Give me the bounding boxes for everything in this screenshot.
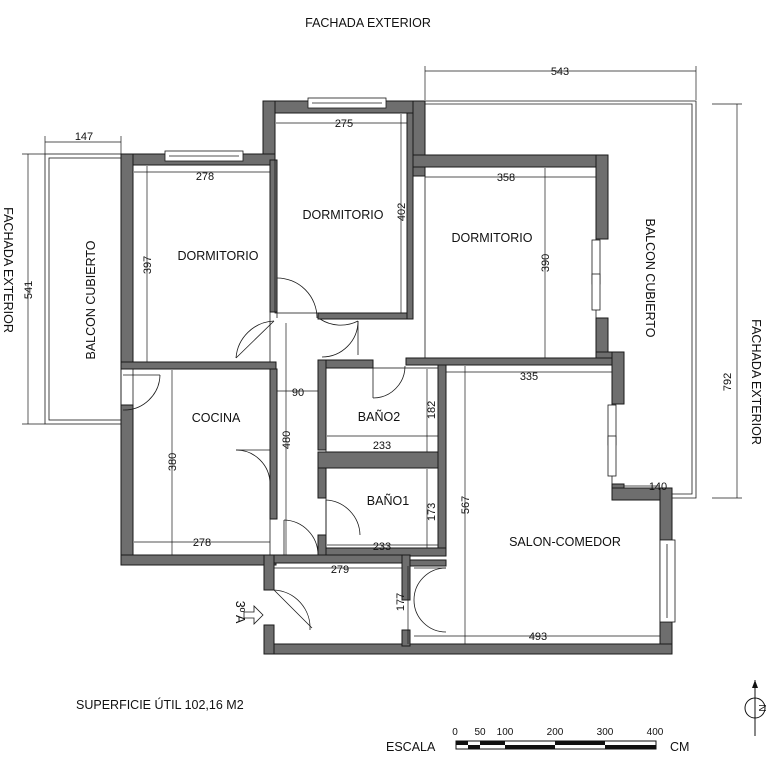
north-label: N bbox=[756, 704, 767, 711]
north-arrow-icon: N bbox=[744, 680, 767, 736]
room-labels: DORMITORIO DORMITORIO DORMITORIO BALCON … bbox=[84, 208, 657, 549]
room-salon-comedor: SALON-COMEDOR bbox=[509, 535, 621, 549]
dim-278-bottom: 278 bbox=[193, 537, 211, 549]
windows bbox=[164, 97, 676, 623]
dim-177: 177 bbox=[395, 593, 407, 611]
dim-380: 380 bbox=[167, 453, 179, 471]
dim-493: 493 bbox=[529, 631, 547, 643]
facade-left-label: FACHADA EXTERIOR bbox=[1, 207, 15, 333]
dimension-lines bbox=[22, 66, 742, 644]
facade-labels: FACHADA EXTERIOR FACHADA EXTERIOR FACHAD… bbox=[1, 16, 763, 445]
scale-bar: ESCALA CM 0 50 100 200 300 400 bbox=[386, 727, 689, 754]
scale-tick-200: 200 bbox=[547, 727, 564, 738]
dim-90: 90 bbox=[292, 387, 304, 399]
dim-335: 335 bbox=[520, 371, 538, 383]
scale-tick-400: 400 bbox=[647, 727, 664, 738]
scale-tick-300: 300 bbox=[597, 727, 614, 738]
walls bbox=[120, 100, 673, 655]
dim-541: 541 bbox=[23, 281, 35, 299]
dim-390: 390 bbox=[540, 254, 552, 272]
dim-233-bottom: 233 bbox=[373, 541, 391, 553]
surface-label: SUPERFICIE ÚTIL 102,16 M2 bbox=[76, 697, 244, 712]
facade-top-label: FACHADA EXTERIOR bbox=[305, 16, 431, 30]
scale-tick-100: 100 bbox=[497, 727, 514, 738]
dim-173: 173 bbox=[426, 503, 438, 521]
dim-233-top: 233 bbox=[373, 440, 391, 452]
scale-tick-50: 50 bbox=[474, 727, 486, 738]
room-bano2: BAÑO2 bbox=[358, 410, 400, 424]
dim-792: 792 bbox=[722, 373, 734, 391]
dim-278-top: 278 bbox=[196, 171, 214, 183]
room-cocina: COCINA bbox=[192, 411, 241, 425]
dim-279: 279 bbox=[331, 564, 349, 576]
room-dormitorio-left: DORMITORIO bbox=[177, 249, 258, 263]
balconies bbox=[44, 100, 697, 499]
dim-402: 402 bbox=[396, 203, 408, 221]
scale-unit: CM bbox=[670, 740, 689, 754]
dim-567: 567 bbox=[460, 496, 472, 514]
dim-543: 543 bbox=[551, 66, 569, 78]
room-dormitorio-middle: DORMITORIO bbox=[302, 208, 383, 222]
dim-140: 140 bbox=[649, 481, 667, 493]
dim-182: 182 bbox=[426, 401, 438, 419]
dimension-values: 543 147 275 278 358 541 397 402 390 792 … bbox=[23, 66, 734, 643]
room-bano1: BAÑO1 bbox=[367, 494, 409, 508]
scale-tick-0: 0 bbox=[452, 727, 458, 738]
dim-275: 275 bbox=[335, 118, 353, 130]
dim-147: 147 bbox=[75, 131, 93, 143]
dim-358: 358 bbox=[497, 172, 515, 184]
room-balcon-left: BALCON CUBIERTO bbox=[84, 240, 98, 359]
dim-397: 397 bbox=[142, 256, 154, 274]
facade-right-label: FACHADA EXTERIOR bbox=[749, 319, 763, 445]
dim-480: 480 bbox=[281, 431, 293, 449]
room-balcon-right: BALCON CUBIERTO bbox=[643, 218, 657, 337]
doors bbox=[122, 277, 447, 633]
room-dormitorio-right: DORMITORIO bbox=[451, 231, 532, 245]
entrance-label: 3º A bbox=[233, 601, 247, 624]
scale-label: ESCALA bbox=[386, 740, 436, 754]
